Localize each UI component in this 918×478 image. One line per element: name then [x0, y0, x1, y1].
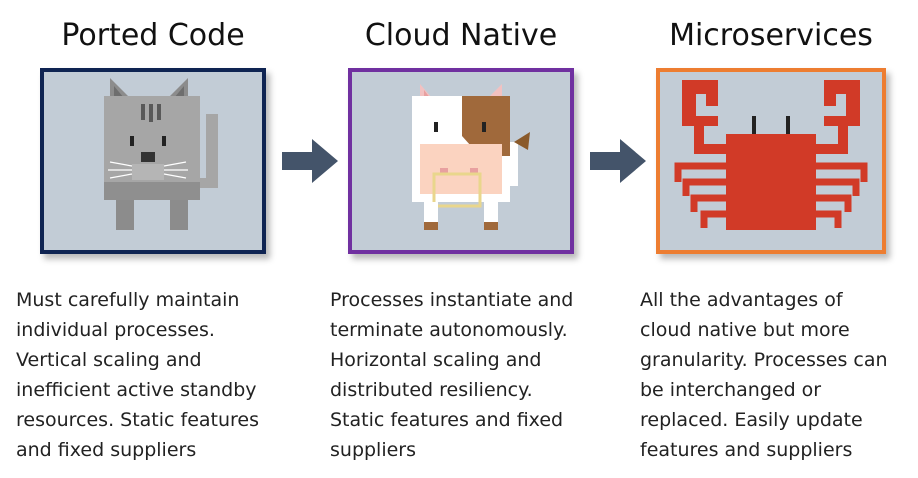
cloud-native-description: Processes instantiate and terminate auto… — [330, 289, 574, 461]
right-arrow-icon — [282, 139, 338, 183]
stage-title-ported-code: Ported Code — [61, 18, 245, 53]
microservices-panel — [656, 68, 886, 254]
cat-icon — [104, 78, 218, 230]
stage-title-cloud-native: Cloud Native — [364, 18, 558, 53]
cloud-native-panel — [348, 68, 574, 254]
cow-icon — [412, 84, 530, 230]
stage-title-microservices: Microservices — [669, 18, 873, 53]
microservices-description: All the advantages of cloud native but m… — [640, 289, 888, 461]
right-arrow-icon — [590, 139, 646, 183]
crab-icon — [674, 80, 868, 230]
ported-code-description: Must carefully maintain individual proce… — [16, 289, 260, 461]
ported-code-panel — [40, 68, 266, 254]
